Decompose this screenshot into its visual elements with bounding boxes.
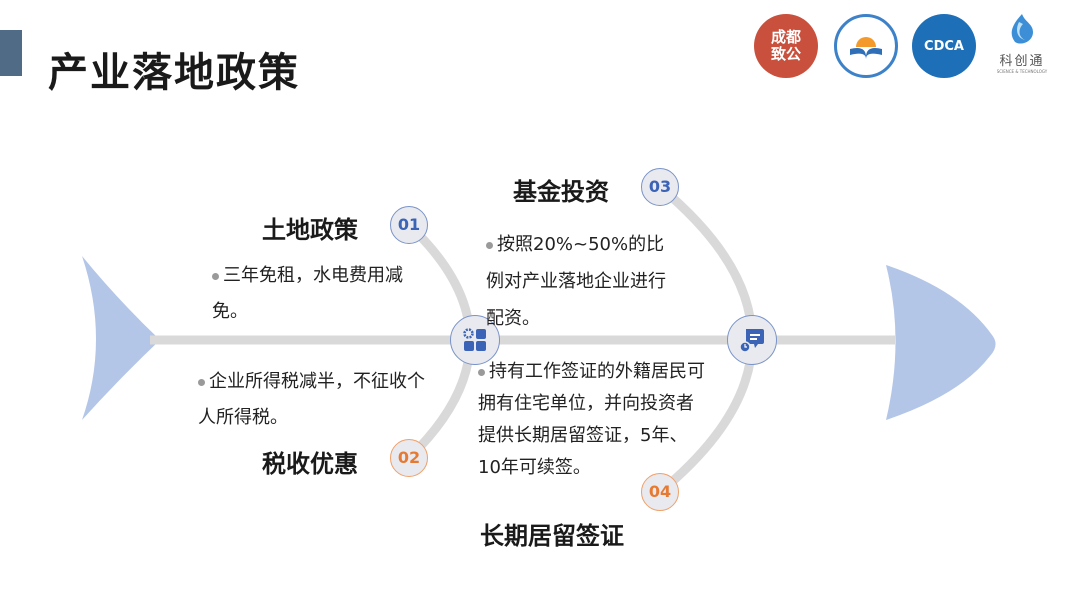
text-tax-policy: 企业所得税减半，不征收个人所得税。 [198, 371, 425, 428]
bullet-dot [198, 378, 205, 386]
education-logo [834, 14, 898, 78]
page-title: 产业落地政策 [48, 50, 300, 96]
fish-tail [82, 256, 160, 420]
number-badge-02: 02 [390, 439, 428, 477]
text-fund-investment: 按照20%~50%的比例对产业落地企业进行配资。 [486, 234, 666, 329]
number-badge-03: 03 [641, 168, 679, 206]
heading-tax-policy: 税收优惠 [262, 450, 358, 478]
heading-land-policy: 土地政策 [262, 216, 358, 244]
bullet-dot [212, 272, 219, 280]
text-residence-visa: 持有工作签证的外籍居民可拥有住宅单位，并向投资者提供长期居留签证，5年、10年可… [478, 361, 705, 478]
chat-node [727, 315, 777, 365]
kechuangtong-logo: 科创通 SCIENCE & TECHNOLOGY [990, 12, 1054, 82]
fish-head [886, 265, 996, 420]
apps-grid-icon [463, 328, 486, 351]
chengdu-zhigong-logo: 成都致公 [754, 14, 818, 78]
title-accent-bar [0, 30, 22, 76]
chat-clock-icon [739, 329, 764, 353]
heading-residence-visa: 长期居留签证 [480, 522, 624, 550]
bullet-dot [478, 368, 485, 376]
number-badge-04: 04 [641, 473, 679, 511]
number-badge-01: 01 [390, 206, 428, 244]
heading-fund-investment: 基金投资 [513, 178, 609, 206]
cdca-logo: CDCA [912, 14, 976, 78]
apps-node [450, 315, 500, 365]
text-land-policy: 三年免租，水电费用减免。 [212, 265, 403, 322]
bullet-dot [486, 241, 493, 249]
